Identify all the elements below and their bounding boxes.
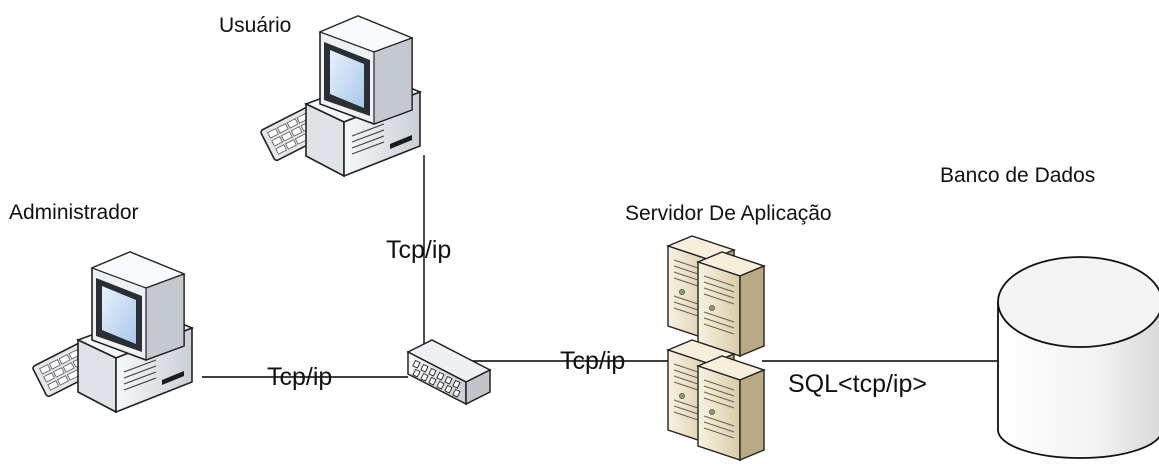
server-rack-icon	[667, 235, 765, 461]
link-label-user-switch: Tcp/ip	[386, 236, 451, 264]
database-cylinder-icon	[997, 256, 1159, 459]
desktop-computer-icon	[259, 15, 421, 177]
connections	[202, 155, 1000, 378]
link-label-admin-switch: Tcp/ip	[267, 363, 332, 391]
user-computer	[259, 15, 421, 177]
desktop-computer-icon	[31, 251, 193, 413]
app-server-label: Servidor De Aplicação	[625, 202, 832, 225]
link-label-server-db: SQL<tcp/ip>	[788, 370, 927, 398]
link-label-switch-server: Tcp/ip	[560, 347, 625, 375]
database-label: Banco de Dados	[940, 164, 1095, 187]
admin-computer	[31, 251, 193, 413]
network-switch-icon	[406, 339, 492, 406]
user-label: Usuário	[219, 14, 291, 37]
admin-label: Administrador	[9, 201, 139, 224]
